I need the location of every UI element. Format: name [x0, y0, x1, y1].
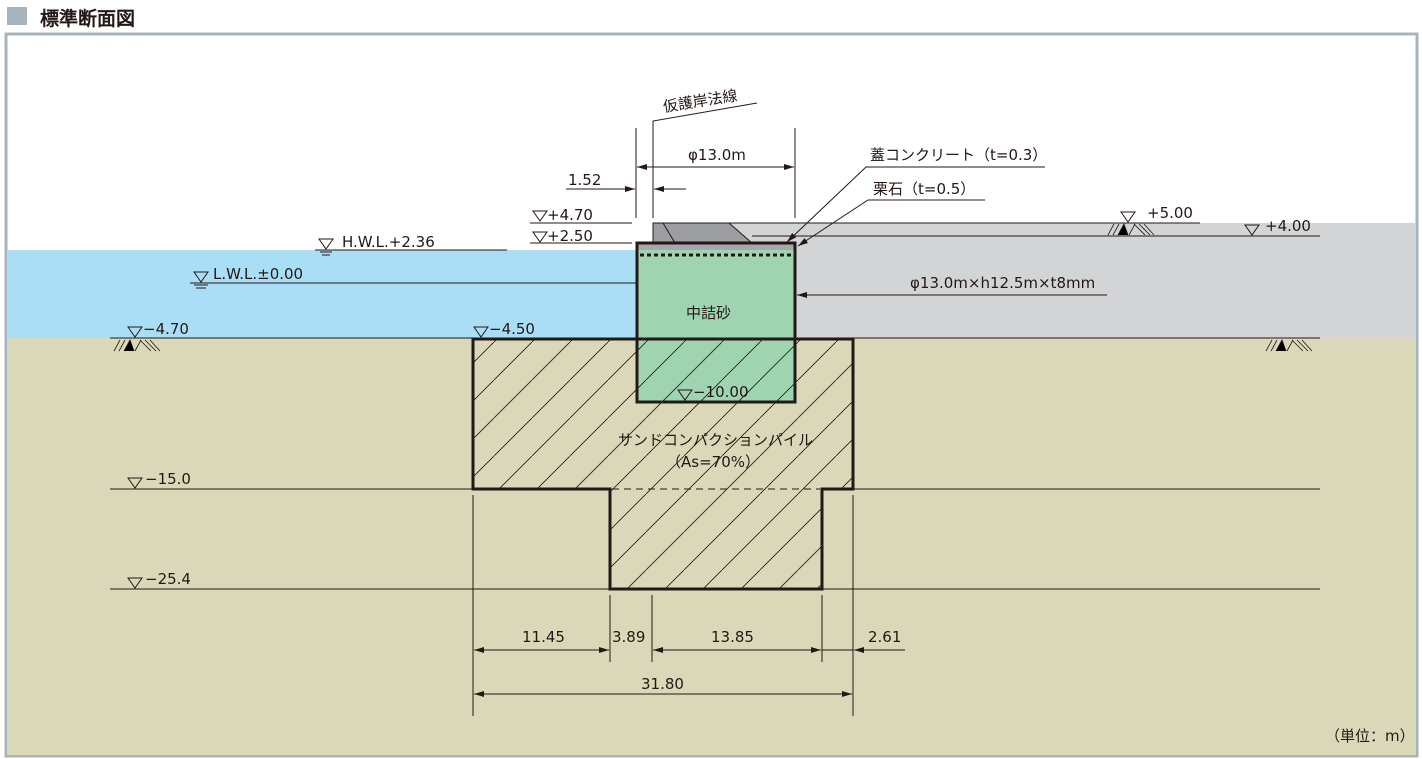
ground-symbol-icon [113, 223, 1313, 352]
level-marker-icon [532, 210, 548, 222]
dimension-d3: 13.85 [711, 628, 754, 646]
title-square-icon [7, 7, 27, 25]
cap-concrete-layer [637, 243, 795, 250]
water-level-marker-icon [318, 238, 334, 256]
level-scp-lower-bottom: −25.4 [145, 570, 191, 588]
page-title: 標準断面図 [40, 7, 135, 30]
embankment-region [729, 223, 1416, 338]
cell-spec-label: φ13.0m×h12.5m×t8mm [910, 274, 1095, 292]
dimension-d4: 2.61 [868, 628, 901, 646]
cap-concrete-label: 蓋コンクリート（t=0.3） [870, 146, 1047, 164]
unit-label: （単位：m） [1325, 727, 1415, 745]
level-marker-icon [473, 326, 489, 338]
level-cell-top: +2.50 [547, 227, 593, 245]
level-marker-icon [677, 389, 693, 401]
offset-label: 1.52 [568, 171, 601, 189]
level-seabed-left: −4.70 [143, 320, 189, 338]
rubble-label: 栗石（t=0.5） [873, 180, 975, 198]
level-lwl: L.W.L.±0.00 [213, 265, 303, 283]
level-marker-icon [127, 326, 143, 338]
level-marker-icon [532, 231, 548, 243]
level-embank-right: +4.00 [1265, 217, 1311, 235]
fill-sand-label: 中詰砂 [686, 304, 731, 322]
dimension-d1: 11.45 [522, 628, 565, 646]
cell-outline [635, 241, 797, 404]
water-region [7, 250, 636, 338]
cell-diameter-label: φ13.0m [688, 146, 746, 164]
level-hwl: H.W.L.+2.36 [342, 233, 435, 251]
level-marker-icon [127, 477, 143, 489]
level-seabed-scp: −4.50 [489, 320, 535, 338]
scp-ratio-label: （As=70%） [666, 453, 760, 471]
water-level-marker-icon [193, 271, 209, 289]
scp-name-label: サンドコンパクションパイル [618, 431, 813, 449]
level-marker-icon [1244, 224, 1260, 236]
level-cap-top: +4.70 [547, 206, 593, 224]
dimension-total: 31.80 [641, 675, 684, 693]
level-embank-top: +5.00 [1147, 204, 1193, 222]
level-marker-icon [1120, 211, 1136, 223]
level-scp-upper-bottom: −15.0 [145, 470, 191, 488]
level-cell-bottom: −10.00 [693, 383, 749, 401]
dimension-d2: 3.89 [612, 628, 645, 646]
level-marker-icon [127, 577, 143, 589]
